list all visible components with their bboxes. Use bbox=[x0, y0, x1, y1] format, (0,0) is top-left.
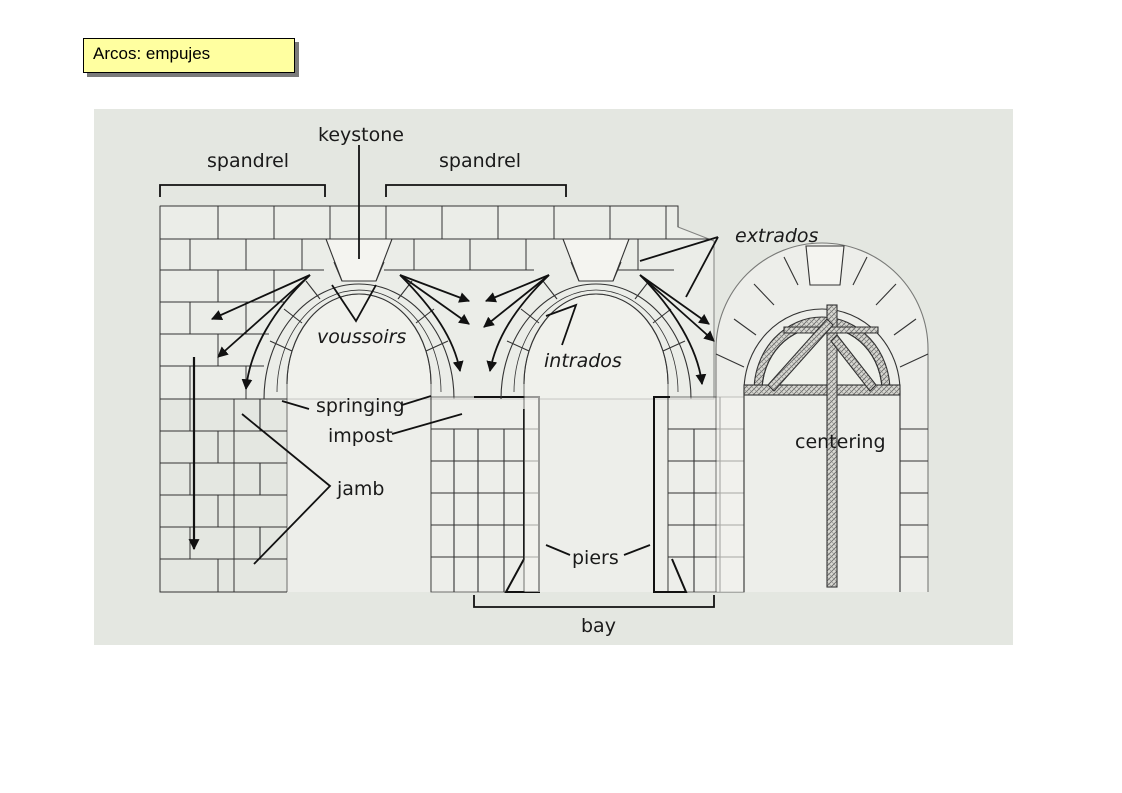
arch-middle bbox=[500, 238, 692, 592]
bay-bracket bbox=[473, 595, 715, 608]
arch-right-with-centering bbox=[715, 242, 929, 592]
label-impost: impost bbox=[328, 425, 393, 447]
spandrel-left-bracket bbox=[159, 184, 326, 197]
thrust-arrows bbox=[188, 274, 715, 551]
label-centering: centering bbox=[795, 431, 886, 453]
label-bay: bay bbox=[581, 615, 616, 637]
label-springing: springing bbox=[316, 395, 405, 417]
label-extrados: extrados bbox=[735, 225, 819, 247]
slide-title-box: Arcos: empujes bbox=[83, 38, 295, 73]
label-keystone: keystone bbox=[318, 124, 404, 146]
arch-left bbox=[234, 238, 455, 592]
leader-lines bbox=[159, 145, 719, 608]
label-spandrel-left: spandrel bbox=[207, 150, 289, 172]
label-spandrel-right: spandrel bbox=[439, 150, 521, 172]
arch-thrust-diagram: keystone spandrel spandrel extrados vous… bbox=[94, 109, 1013, 645]
spandrel-right-bracket bbox=[385, 184, 567, 197]
label-jamb: jamb bbox=[336, 478, 385, 500]
slide-title: Arcos: empujes bbox=[93, 44, 211, 63]
label-intrados: intrados bbox=[544, 350, 622, 372]
label-piers: piers bbox=[572, 547, 619, 569]
pier-center bbox=[430, 396, 540, 593]
label-voussoirs: voussoirs bbox=[317, 326, 406, 348]
